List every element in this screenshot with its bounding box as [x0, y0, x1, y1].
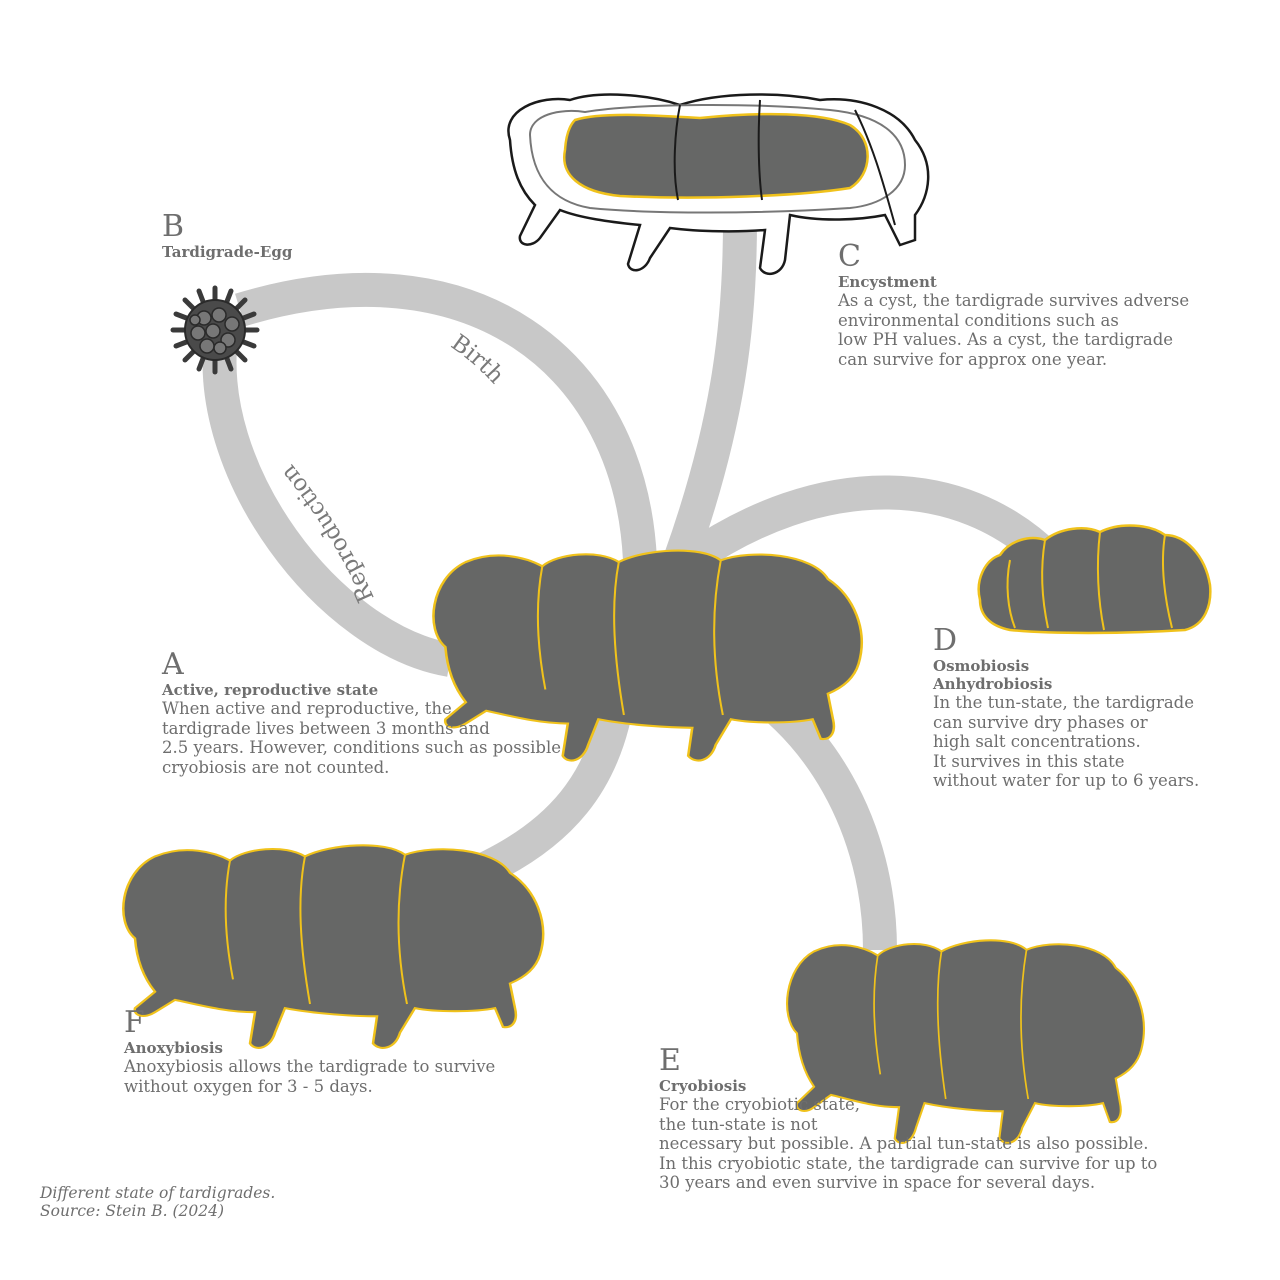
state-b-letter: B — [162, 209, 185, 244]
state-a-letter: A — [162, 647, 184, 682]
cryobiosis-tardigrade-illustration — [785, 939, 1145, 1144]
state-f-label: F Anoxybiosis Anoxybiosis allows the tar… — [124, 1008, 544, 1096]
state-c-description: As a cyst, the tardigrade survives adver… — [838, 291, 1190, 369]
state-f-title: Anoxybiosis — [124, 1039, 223, 1057]
caption-line-2: Source: Stein B. (2024) — [40, 1202, 225, 1220]
state-c-label: C Encystment As a cyst, the tardigrade s… — [838, 242, 1258, 369]
tardigrade-egg-illustration — [170, 285, 260, 375]
arc-egg-to-active-inner — [202, 327, 454, 677]
state-d-letter: D — [933, 623, 958, 658]
state-d-label: D Osmobiosis Anhydrobiosis In the tun-st… — [933, 626, 1253, 791]
arc-egg-to-active-outer — [235, 272, 657, 561]
state-c-title: Encystment — [838, 273, 937, 291]
state-d-title: Osmobiosis Anhydrobiosis — [933, 657, 1053, 693]
state-c-letter: C — [838, 239, 861, 274]
state-f-letter: F — [124, 1005, 145, 1040]
state-d-description: In the tun-state, the tardigrade can sur… — [933, 693, 1200, 790]
state-e-description: For the cryobiotic state, the tun-state … — [659, 1095, 1158, 1192]
arc-active-to-cyst — [663, 219, 757, 566]
state-a-title: Active, reproductive state — [162, 681, 379, 699]
state-e-label: E Cryobiosis For the cryobiotic state, t… — [659, 1046, 1219, 1193]
active-tardigrade-illustration — [432, 549, 863, 762]
state-f-description: Anoxybiosis allows the tardigrade to sur… — [124, 1057, 496, 1096]
state-a-description: When active and reproductive, the tardig… — [162, 699, 562, 777]
figure-caption: Different state of tardigrades. Source: … — [40, 1184, 275, 1220]
anoxybiosis-tardigrade-illustration — [122, 844, 545, 1050]
caption-line-1: Different state of tardigrades. — [40, 1184, 276, 1202]
tun-state-illustration — [977, 524, 1212, 635]
arc-active-to-tun — [680, 475, 1063, 574]
state-e-letter: E — [659, 1043, 681, 1078]
state-a-label: A Active, reproductive state When active… — [162, 650, 602, 777]
state-e-title: Cryobiosis — [659, 1077, 747, 1095]
state-b-title: Tardigrade-Egg — [162, 243, 293, 261]
state-b-label: B Tardigrade-Egg — [162, 209, 293, 262]
encystment-illustration — [507, 93, 930, 276]
